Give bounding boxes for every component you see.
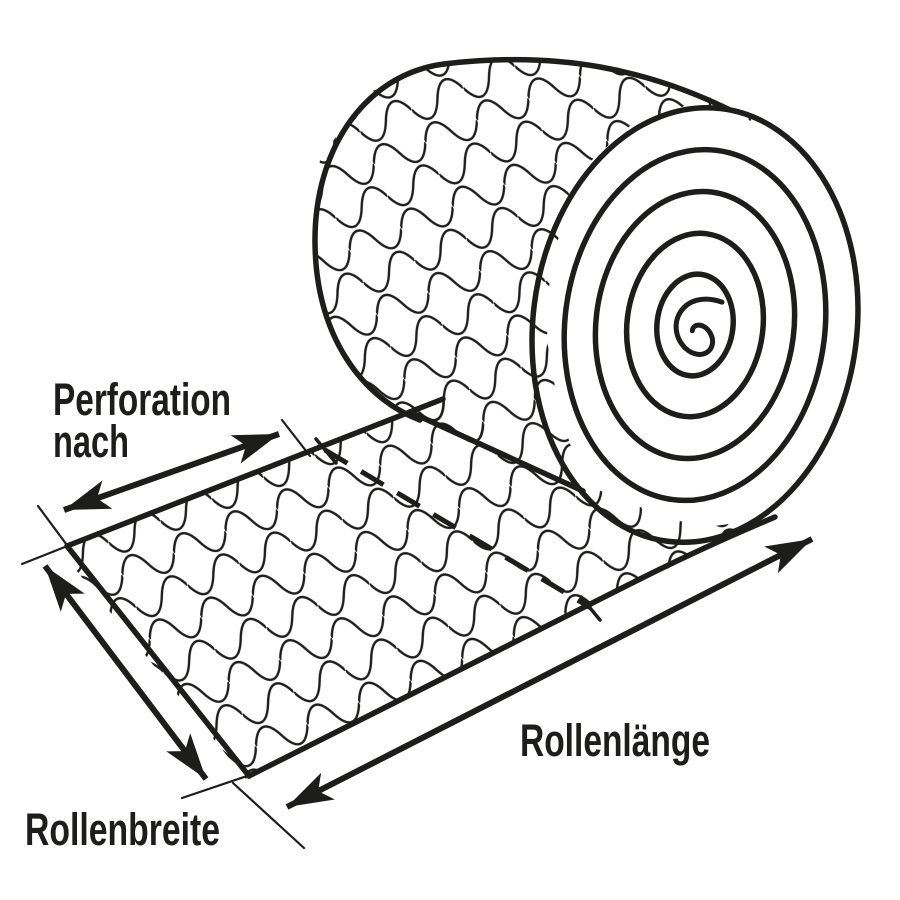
spiral-center-curl	[673, 296, 725, 357]
roll-width-dimension-arrow	[42, 564, 209, 781]
roll-bottom-silhouette	[407, 409, 586, 494]
perforation-tick-start	[314, 437, 338, 465]
roll-top-edge	[441, 56, 731, 112]
perforation-label-line2: nach	[53, 416, 129, 467]
ink-layer: Perforation nach Rollenbreite Rollenläng…	[20, 56, 861, 855]
roll-length-dimension-arrow	[285, 536, 814, 810]
roll-left-end-arc	[312, 61, 447, 423]
spiral-ring-2	[561, 146, 829, 504]
spiral-ring-3	[592, 188, 798, 462]
perforation-label-line1: Perforation	[53, 374, 231, 425]
spiral-ring-4	[623, 230, 767, 420]
extension-line-bottom-left-a	[180, 771, 258, 800]
spiral-ring-5	[654, 271, 736, 379]
extension-line-top-left-b	[20, 539, 82, 566]
extension-line-bottom-left-b	[231, 781, 306, 850]
roll-width-label: Rollenbreite	[25, 804, 220, 855]
roll-spiral-face	[529, 104, 861, 546]
perforation-dimension-arrow	[63, 431, 280, 513]
roll-length-label: Rollenlänge	[520, 715, 710, 766]
extension-line-top-left-a	[36, 504, 80, 562]
extension-line-perforation-right	[280, 418, 312, 458]
